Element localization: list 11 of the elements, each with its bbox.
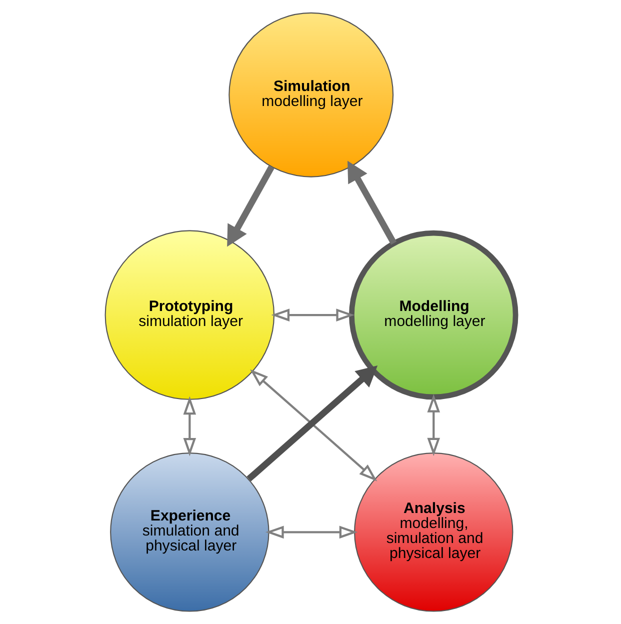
node-circle: Analysis modelling, simulation and physical layer — [354, 452, 514, 612]
arrow — [266, 526, 358, 539]
arrow — [427, 394, 440, 456]
node-circle: Prototyping simulation layer — [104, 230, 275, 400]
arrow — [183, 396, 196, 456]
arrow — [271, 308, 354, 322]
node-circle: Modelling modelling layer — [349, 230, 518, 400]
arrow — [227, 165, 274, 247]
node-circle: Experience simulation and physical layer — [110, 452, 270, 612]
node-circle: Simulation modelling layer — [228, 12, 394, 178]
arrow — [347, 160, 397, 245]
